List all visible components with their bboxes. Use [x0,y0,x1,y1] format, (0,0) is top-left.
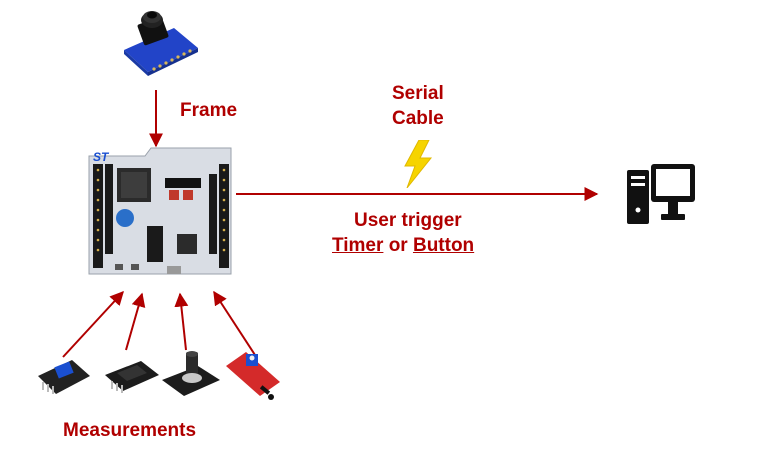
or-label: or [388,235,408,256]
trigger-options: Timer or Button [332,236,474,255]
button-label: Button [412,235,475,256]
sensor-arrow-1 [62,290,124,358]
lightning-bolt-icon [404,140,433,188]
sensor-module-4 [226,352,280,400]
user-trigger-label: User trigger [354,210,462,231]
sensor-arrow-4 [213,290,256,356]
desktop-computer-icon [627,164,695,224]
sensor-arrow-3 [174,292,189,351]
timer-label: Timer [332,235,384,256]
serial-label-line2: Cable [392,108,444,129]
sensor-module-2 [105,361,159,393]
sensor-module-1 [38,360,90,394]
camera-module-icon [124,11,198,76]
frame-label: Frame [180,100,238,121]
nucleo-board-icon: ST [88,147,232,275]
measurements-label: Measurements [63,420,197,441]
sensor-module-3 [162,351,220,396]
sensor-arrow-2 [125,292,146,351]
board-logo: ST [93,150,110,164]
serial-label-line1: Serial [392,83,444,104]
